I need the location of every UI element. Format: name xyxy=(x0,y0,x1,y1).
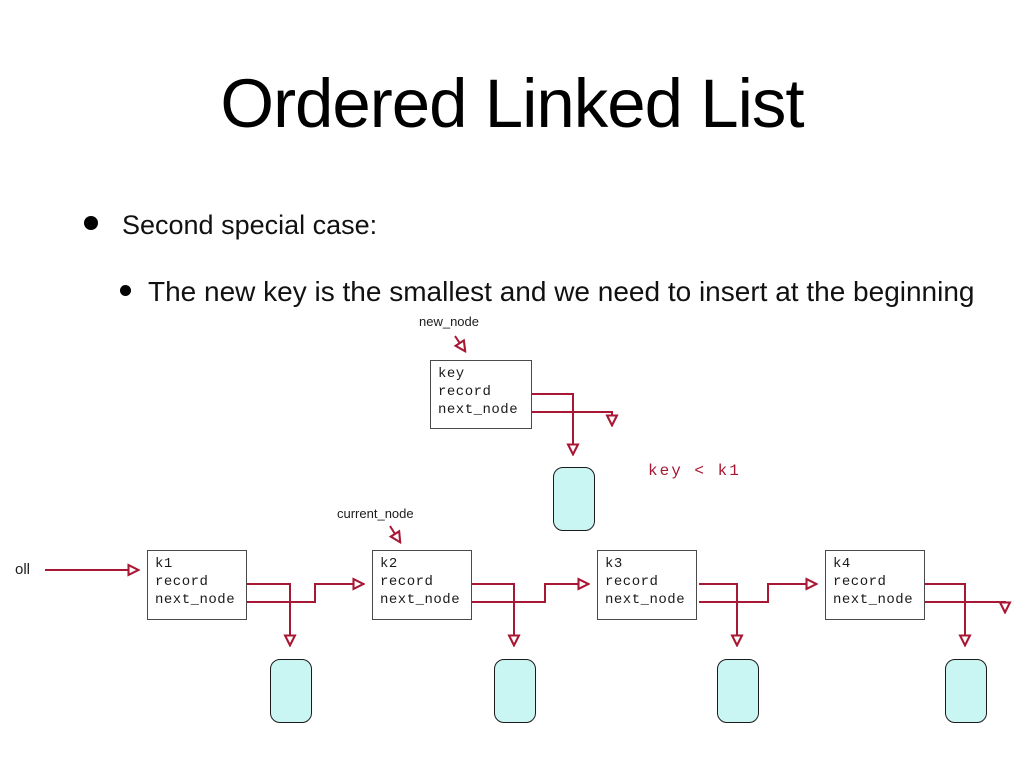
arrow-newnode-next xyxy=(531,411,612,425)
arrow-k1-next xyxy=(247,584,363,603)
arrow-k2-next xyxy=(472,584,588,603)
current-node-pointer-label: current_node xyxy=(337,506,414,521)
new-node-pointer-label: new_node xyxy=(419,314,479,329)
node-k2-field-next: next_node xyxy=(380,592,461,608)
record-data-box-k4 xyxy=(945,659,987,723)
node-k2-field-record: record xyxy=(380,574,434,590)
arrow-k2-record xyxy=(472,583,514,645)
node-k3-field-next: next_node xyxy=(605,592,686,608)
node-new-field-next: next_node xyxy=(438,402,519,418)
node-k4: k4 record next_node xyxy=(825,550,925,620)
node-k3: k3 record next_node xyxy=(597,550,697,620)
node-new-field-record: record xyxy=(438,384,492,400)
arrow-k4-next-null xyxy=(924,601,1005,612)
node-k3-field-record: record xyxy=(605,574,659,590)
list-head-pointer-label: oll xyxy=(15,561,31,578)
record-data-box-k3 xyxy=(717,659,759,723)
bullet-text-level2: The new key is the smallest and we need … xyxy=(148,276,975,307)
node-k4-field-record: record xyxy=(833,574,887,590)
arrow-k3-next xyxy=(699,584,816,603)
node-new-field-key: key xyxy=(438,366,465,382)
arrow-k3-record xyxy=(699,583,737,645)
comparison-condition-label: key < k1 xyxy=(648,462,741,480)
node-k3-field-key: k3 xyxy=(605,556,623,572)
node-k1-field-record: record xyxy=(155,574,209,590)
bullet-dot-level2 xyxy=(120,285,131,296)
record-data-box-k2 xyxy=(494,659,536,723)
node-k4-field-key: k4 xyxy=(833,556,851,572)
node-k1-field-next: next_node xyxy=(155,592,236,608)
bullet-dot-level1 xyxy=(84,216,98,230)
node-k2-field-key: k2 xyxy=(380,556,398,572)
page-title: Ordered Linked List xyxy=(220,65,804,142)
arrow-newnode-label xyxy=(455,335,465,351)
node-k1-field-key: k1 xyxy=(155,556,173,572)
bullet-text-level1: Second special case: xyxy=(122,210,378,240)
node-k4-field-next: next_node xyxy=(833,592,914,608)
arrow-k4-record xyxy=(924,583,965,645)
record-data-box-new xyxy=(553,467,595,531)
node-k1: k1 record next_node xyxy=(147,550,247,620)
arrow-k1-record xyxy=(247,583,290,645)
node-k2: k2 record next_node xyxy=(372,550,472,620)
arrow-newnode-record xyxy=(531,393,573,454)
arrow-currentnode-label xyxy=(390,525,400,542)
node-new: key record next_node xyxy=(430,360,532,429)
record-data-box-k1 xyxy=(270,659,312,723)
